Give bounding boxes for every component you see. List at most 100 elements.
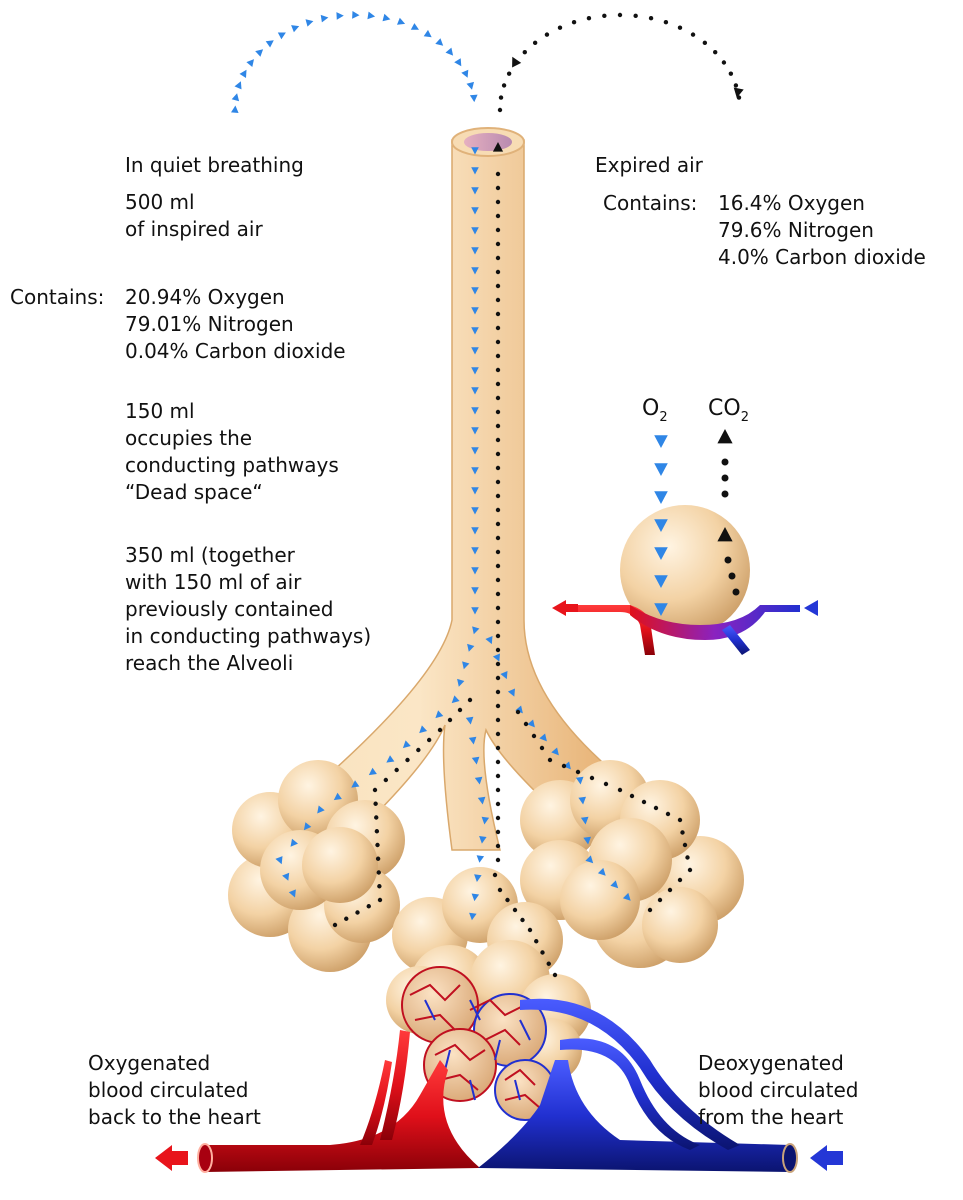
inspired-arrow [277, 32, 286, 40]
inspired-arrow [454, 58, 462, 67]
inset-red-arrow [552, 600, 566, 616]
inspired-arrow [563, 761, 571, 770]
inset-co2-dot [724, 556, 732, 564]
expired-dot [495, 395, 501, 401]
expired-dot [677, 817, 683, 823]
expired-dot [495, 521, 501, 527]
expired-dot [495, 563, 501, 569]
expired-dot [375, 856, 381, 861]
co2-symbol: CO [708, 396, 741, 421]
expired-dot [495, 787, 501, 793]
expired-dot [495, 535, 501, 541]
inspired-composition: 20.94% Oxygen 79.01% Nitrogen 0.04% Carb… [125, 284, 346, 365]
inspired-arrow [471, 167, 479, 175]
expired-dot [629, 793, 635, 799]
alveoli-text: 350 ml (together with 150 ml of air prev… [125, 542, 371, 677]
inspired-arrow [397, 17, 406, 25]
expired-dot [552, 972, 558, 978]
expired-dot [512, 907, 518, 913]
inspired-arrow [461, 69, 469, 78]
expired-dot [416, 747, 421, 753]
oxygenated-label: Oxygenated blood circulated back to the … [88, 1050, 261, 1131]
airway [298, 127, 642, 851]
inspired-arrow [479, 836, 487, 844]
inspired-arrow [578, 796, 586, 805]
inspired-contains-label: Contains: [10, 285, 105, 309]
expired-dot [495, 493, 501, 499]
expired-dot [373, 801, 378, 806]
inspired-arrow [527, 719, 535, 728]
oxygenated-vessel [205, 1060, 480, 1172]
inspired-volume-line: 500 ml [125, 190, 195, 214]
expired-dot [366, 904, 371, 909]
inspired-arrow [352, 11, 360, 19]
expired-dot [495, 381, 501, 387]
expired-dot [495, 633, 501, 639]
expired-oxygen: 16.4% Oxygen [718, 191, 865, 215]
inspired-arrow [471, 147, 479, 155]
dead-space-line: occupies the [125, 426, 253, 450]
inset-co2-arrowhead [717, 429, 733, 444]
inset-co2-dot [721, 458, 729, 466]
inspired-arrow [382, 13, 391, 22]
expired-dot [495, 437, 501, 443]
expired-dot [527, 927, 533, 933]
inspired-arrow [471, 367, 479, 375]
inspired-arrow [492, 653, 500, 662]
expired-dot [495, 325, 501, 331]
inset-alveolus [620, 505, 750, 635]
inspired-volume: 500 ml of inspired air [125, 189, 263, 243]
o2-label: O2 [642, 396, 668, 425]
dead-space-line: conducting pathways [125, 453, 339, 477]
inset-o2-arrow [654, 435, 668, 448]
inspired-nitrogen: 79.01% Nitrogen [125, 312, 294, 336]
expired-dot [492, 872, 498, 878]
expired-dot [437, 727, 443, 733]
expired-dot [495, 717, 501, 723]
expired-dot [495, 675, 501, 681]
inspired-arrow [457, 678, 465, 687]
expired-dot [647, 907, 653, 913]
inspired-arrow [462, 661, 470, 670]
dead-space-line: “Dead space“ [125, 480, 263, 504]
dead-space-text: 150 ml occupies the conducting pathways … [125, 398, 339, 506]
expired-dot [374, 829, 380, 834]
expired-dot [682, 842, 688, 848]
inspired-arrow [469, 912, 477, 921]
inspired-arrow [410, 23, 419, 30]
expired-dot [495, 451, 501, 457]
expired-dot [495, 423, 501, 429]
inspired-arrow [303, 822, 312, 831]
expired-arrowhead [492, 142, 504, 152]
expired-dot [495, 171, 501, 177]
inspired-arrow [386, 755, 395, 763]
expired-arrowhead [512, 56, 522, 68]
expired-dot [495, 591, 501, 597]
inspired-arrow [500, 671, 508, 680]
inspired-arrow [471, 327, 479, 335]
inspired-arrow [471, 287, 479, 295]
expired-dot [531, 733, 537, 739]
expired-dot [394, 767, 399, 773]
expired-dot [495, 857, 501, 863]
inspired-arrow [320, 14, 329, 23]
inspired-arrow [231, 93, 240, 102]
inspired-arrow [585, 855, 594, 864]
expired-dot [641, 799, 647, 805]
expired-dot [467, 697, 473, 703]
expired-dot [495, 801, 501, 807]
inspired-arrow [419, 725, 428, 734]
inspired-arrow [471, 547, 479, 555]
deoxygenated-line: from the heart [698, 1105, 844, 1129]
inset-blue-arrow [804, 600, 818, 616]
inspired-arrow [471, 267, 479, 275]
expired-dot [495, 255, 501, 261]
expired-dot [495, 269, 501, 275]
expired-dot [546, 961, 551, 966]
expired-dot [633, 13, 638, 19]
expired-dot [495, 283, 501, 289]
inspired-arrow [467, 643, 475, 652]
expired-dot [495, 689, 501, 695]
expired-dot [520, 917, 525, 923]
